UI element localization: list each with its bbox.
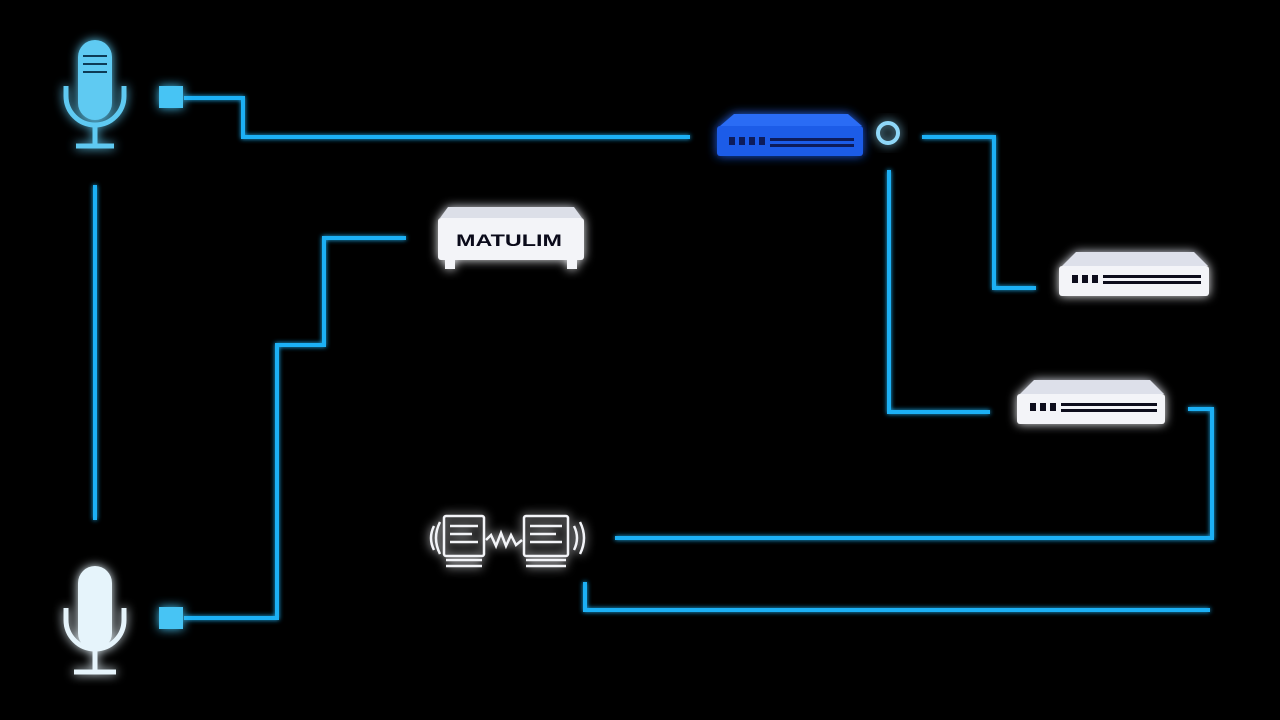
microphone-icon: [63, 566, 127, 675]
network-switch-icon: [1017, 380, 1165, 424]
connector-port-top: [159, 86, 183, 108]
rack-device-icon: [438, 207, 584, 269]
network-switch-icon: [717, 114, 863, 156]
network-switch-icon: [1059, 252, 1209, 296]
wire-right-lower-switch-to-transceiver: [615, 407, 1214, 540]
junction-node: [876, 121, 900, 145]
wire-mic-top-to-blue-switch: [184, 96, 690, 139]
connector-port-bottom: [159, 607, 183, 629]
wire-mic-bottom-to-labeled-device: [184, 236, 406, 620]
device-label: MATULIM: [456, 231, 562, 250]
wire-blue-switch-to-right-lower-switch: [887, 170, 990, 414]
audio-transceiver-icon: [429, 514, 586, 568]
wire-blue-switch-to-right-upper-switch: [922, 135, 1036, 290]
wire-transceiver-to-right-edge: [583, 582, 1210, 612]
microphone-icon: [63, 40, 127, 149]
